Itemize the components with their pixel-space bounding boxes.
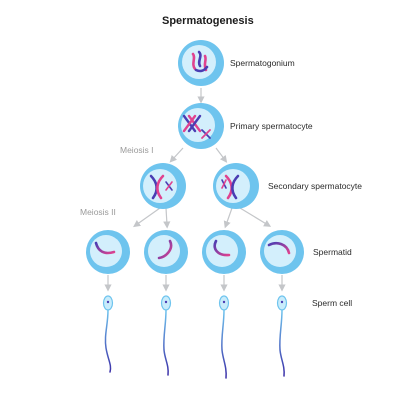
arrows — [104, 88, 286, 292]
arrow-secondary-spermatid-3 — [223, 207, 233, 229]
sperm-cell-2 — [160, 295, 172, 376]
sperm-cell-1 — [102, 295, 114, 373]
label-meiosis-1: Meiosis I — [120, 145, 154, 155]
arrow-secondary-spermatid-4 — [239, 207, 272, 227]
arrow-primary-secondary-left — [169, 147, 184, 163]
label-spermatogonium: Spermatogonium — [230, 58, 295, 68]
sperm-cell-4 — [276, 295, 288, 377]
diagram-title: Spermatogenesis — [162, 15, 254, 27]
sperm-cell-3 — [218, 295, 230, 379]
spermatid-cell-2 — [144, 230, 188, 274]
arrow-secondary-spermatid-2 — [163, 207, 171, 229]
spermatid-cell-4 — [260, 230, 304, 274]
arrow-secondary-spermatid-1 — [133, 207, 161, 228]
secondary-spermatocyte-cell-right — [213, 163, 259, 209]
secondary-spermatocyte-cell-left — [140, 163, 186, 209]
label-meiosis-2: Meiosis II — [80, 207, 116, 217]
primary-spermatocyte-cell — [178, 103, 224, 149]
label-sperm-cell: Sperm cell — [312, 298, 353, 308]
arrow-primary-secondary-right — [215, 147, 228, 163]
spermatid-cell-1 — [86, 230, 130, 274]
spermatogonium-cell — [178, 40, 224, 86]
label-spermatid: Spermatid — [313, 247, 352, 257]
label-primary-spermatocyte: Primary spermatocyte — [230, 121, 313, 131]
label-secondary-spermatocyte: Secondary spermatocyte — [268, 181, 363, 191]
spermatid-cell-3 — [202, 230, 246, 274]
